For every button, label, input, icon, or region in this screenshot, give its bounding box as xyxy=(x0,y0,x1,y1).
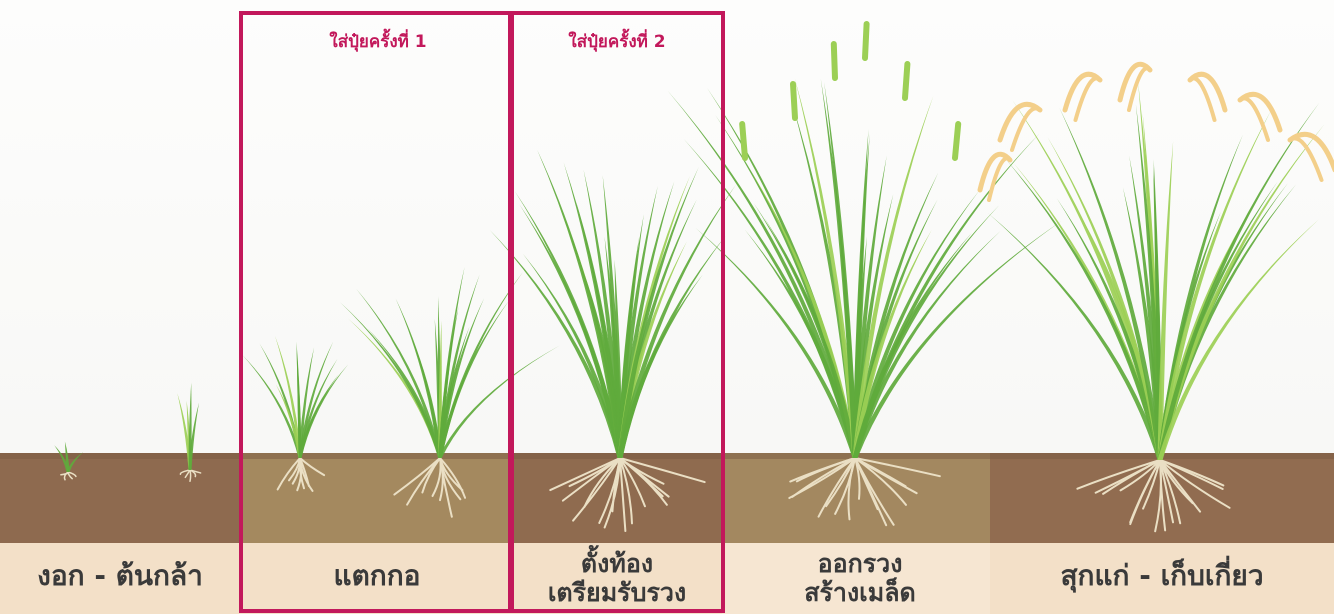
panicle xyxy=(905,64,907,98)
fertilizer-label-2: ใส่ปุ๋ยครั้งที่ 2 xyxy=(512,28,722,55)
leaf xyxy=(299,364,349,458)
stage-label-heading: ออกรวง สร้างเมล็ด xyxy=(730,550,990,608)
leaf xyxy=(668,91,858,458)
stage-label-tillering: แตกกอ xyxy=(243,560,511,592)
soil-layer xyxy=(0,453,1334,543)
leaf xyxy=(684,139,858,458)
fertilizer-label-1: ใส่ปุ๋ยครั้งที่ 1 xyxy=(247,28,509,55)
leaf xyxy=(368,329,442,458)
panicle xyxy=(1076,78,1101,120)
leaf xyxy=(1014,163,1163,460)
stage-label-germination: งอก - ต้นกล้า xyxy=(0,560,240,592)
panicle xyxy=(955,124,958,158)
panicle xyxy=(834,44,835,78)
soil-segment-1 xyxy=(0,453,240,543)
panicle xyxy=(742,124,745,158)
stage-label-booting-line2: เตรียมรับรวง xyxy=(512,579,722,608)
soil-segment-4 xyxy=(722,453,990,543)
soil-segment-3 xyxy=(512,453,722,543)
soil-top-edge xyxy=(0,453,1334,459)
soil-segment-2 xyxy=(240,453,512,543)
stage-label-heading-line1: ออกรวง xyxy=(730,550,990,579)
stage-label-booting-line1: ตั้งท้อง xyxy=(512,550,722,579)
root xyxy=(190,470,191,481)
leaf xyxy=(438,300,509,458)
panicle xyxy=(1012,108,1040,150)
leaf xyxy=(618,185,736,458)
panicle xyxy=(1190,78,1215,120)
leaf xyxy=(1005,159,1162,460)
panicle xyxy=(1129,68,1150,110)
leaf xyxy=(795,78,858,458)
panicle xyxy=(1240,98,1268,140)
panicle xyxy=(1290,138,1322,180)
panicle xyxy=(865,24,867,58)
stage-label-booting: ตั้งท้อง เตรียมรับรวง xyxy=(512,550,722,608)
leaf xyxy=(275,336,301,458)
stage-label-heading-line2: สร้างเมล็ด xyxy=(730,579,990,608)
rice-plant-heading xyxy=(668,24,1062,525)
panicle xyxy=(793,84,795,118)
leaf xyxy=(356,289,442,458)
leaf xyxy=(1158,124,1325,460)
stage-label-ripening: สุกแก่ - เก็บเกี่ยว xyxy=(990,560,1334,592)
